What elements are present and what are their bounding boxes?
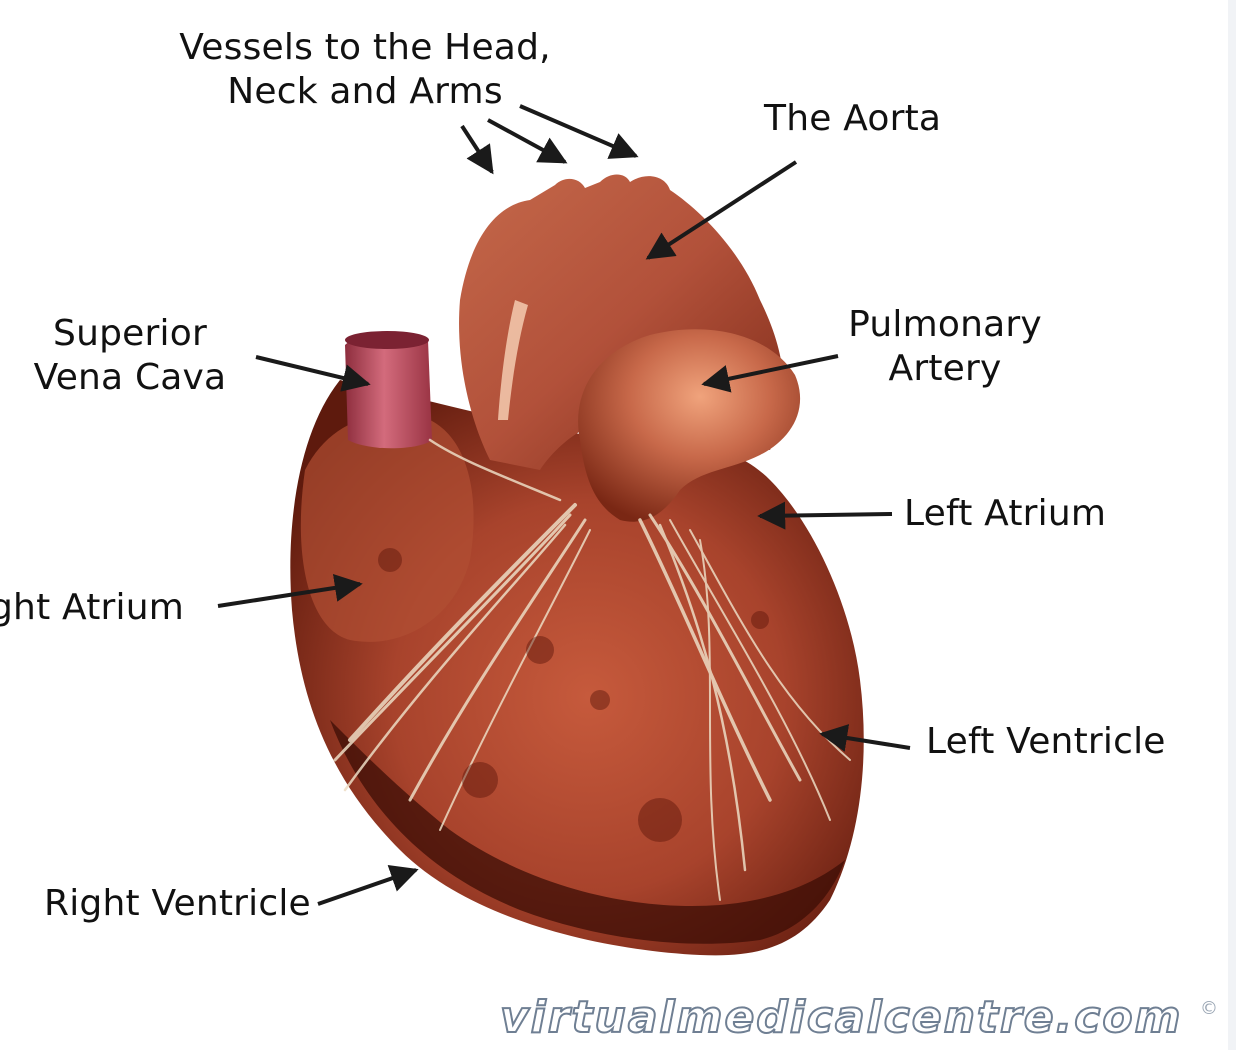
label-aorta: The Aorta bbox=[764, 97, 941, 141]
label-pa-line1: Pulmonary bbox=[830, 303, 1060, 347]
superior-vena-cava bbox=[345, 332, 432, 448]
pointer-vessels-1 bbox=[462, 126, 492, 172]
pointer-left-atrium bbox=[760, 514, 892, 516]
pointer-vessels-2 bbox=[488, 120, 565, 162]
pointer-right-ventricle bbox=[318, 870, 416, 904]
copyright-symbol: © bbox=[1200, 998, 1218, 1019]
label-vessels-line2: Neck and Arms bbox=[150, 70, 580, 114]
vena-cava-opening bbox=[345, 331, 429, 349]
watermark-text: virtualmedicalcentre.com bbox=[500, 992, 1182, 1043]
label-vessels-head-neck-arms: Vessels to the Head, Neck and Arms bbox=[150, 26, 580, 114]
label-vessels-line1: Vessels to the Head, bbox=[150, 26, 580, 70]
label-pulmonary-artery: Pulmonary Artery bbox=[830, 303, 1060, 391]
label-svc-line2: Vena Cava bbox=[20, 356, 240, 400]
label-right-atrium: ght Atrium bbox=[0, 586, 184, 630]
label-left-ventricle: Left Ventricle bbox=[926, 720, 1166, 764]
label-svc-line1: Superior bbox=[20, 312, 240, 356]
label-right-ventricle: Right Ventricle bbox=[44, 882, 311, 926]
label-superior-vena-cava: Superior Vena Cava bbox=[20, 312, 240, 400]
label-left-atrium: Left Atrium bbox=[904, 492, 1106, 536]
label-pa-line2: Artery bbox=[830, 347, 1060, 391]
